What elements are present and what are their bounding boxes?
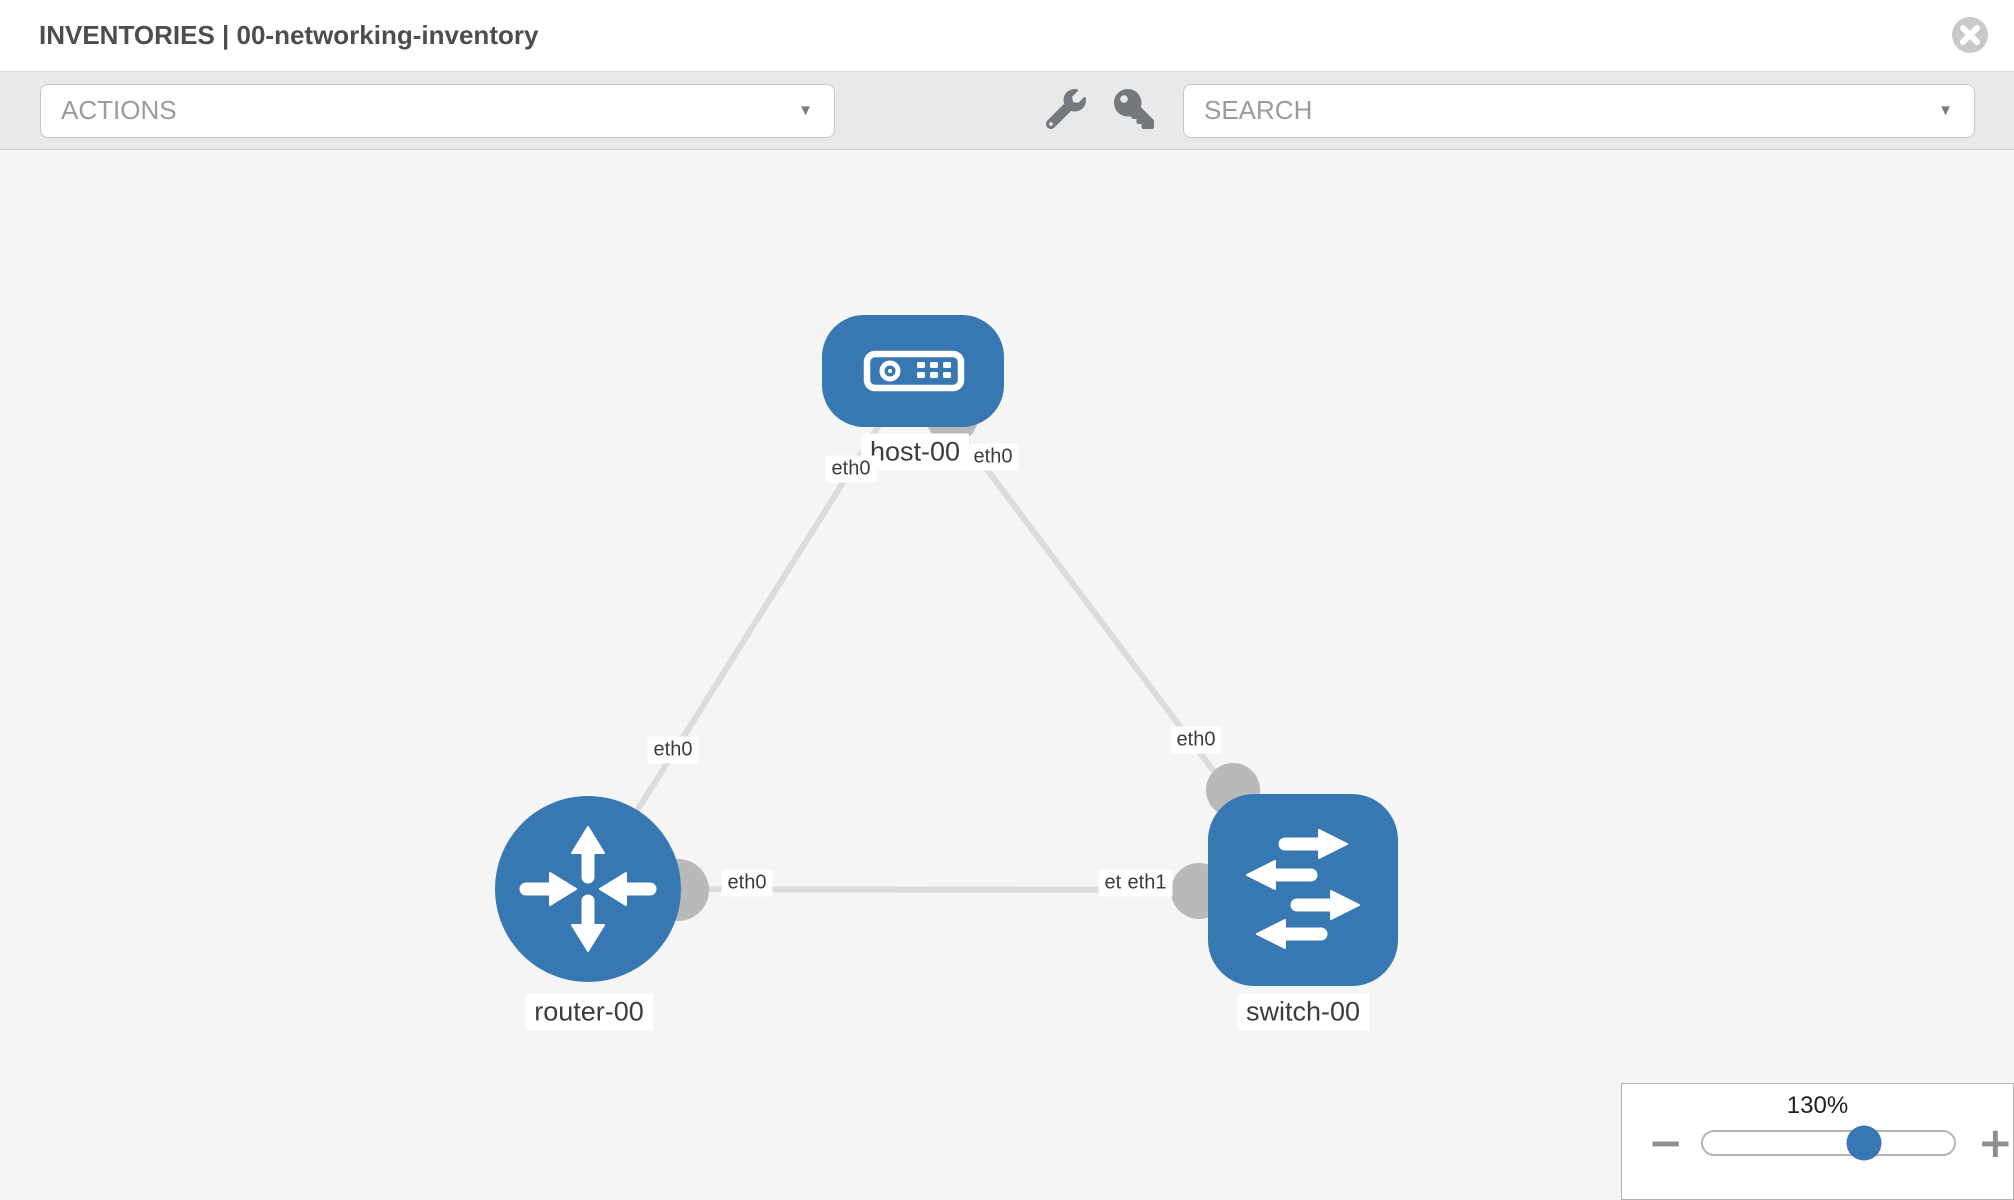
zoom-level-value: 130% (1786, 1092, 1849, 1119)
host-device-icon (863, 350, 965, 392)
close-icon (1952, 17, 1988, 53)
credentials-button[interactable] (1112, 89, 1156, 133)
node-router-00[interactable] (495, 796, 681, 982)
key-icon (1114, 89, 1154, 129)
switch-arrows-icon (1246, 829, 1360, 949)
toolbar: ACTIONS ▼ SEARCH ▼ (0, 72, 2014, 150)
chevron-down-icon: ▼ (1938, 101, 1953, 119)
minus-icon: − (1648, 1118, 1684, 1167)
interface-label-switch-eth0-uplink: eth0 (1170, 726, 1222, 754)
tools-button[interactable] (1044, 89, 1088, 133)
node-switch-00[interactable] (1208, 794, 1398, 986)
actions-dropdown-label: ACTIONS (61, 95, 177, 125)
node-label-router: router-00 (525, 993, 653, 1031)
node-label-switch: switch-00 (1236, 993, 1370, 1031)
wrench-icon (1045, 89, 1086, 130)
node-label-host: host-00 (860, 433, 970, 471)
zoom-in-button[interactable]: + (1978, 1122, 2013, 1164)
zoom-slider-thumb[interactable] (1846, 1125, 1882, 1161)
router-arrows-icon (519, 826, 657, 952)
interface-label-host-eth0-left: eth0 (825, 455, 877, 483)
zoom-out-button[interactable]: − (1648, 1122, 1683, 1164)
zoom-slider-track[interactable] (1701, 1125, 1956, 1161)
topology-canvas[interactable]: host-00 router-00 switch-00 eth0 eth0 et… (0, 151, 2014, 1200)
search-placeholder: SEARCH (1204, 95, 1313, 125)
actions-dropdown[interactable]: ACTIONS ▼ (40, 83, 835, 138)
search-dropdown[interactable]: SEARCH ▼ (1183, 83, 1975, 138)
interface-label-router-eth0-uplink: eth0 (647, 736, 699, 764)
interface-label-host-eth0-right: eth0 (967, 443, 1019, 471)
page-title: INVENTORIES | 00-networking-inventory (39, 20, 539, 50)
interface-label-switch-eth1-left: eth1 (1121, 869, 1173, 897)
zoom-control-panel: 130% − + (1621, 1083, 2014, 1200)
chevron-down-icon: ▼ (798, 101, 813, 119)
toolbar-tools (1044, 89, 1156, 133)
close-button[interactable] (1951, 16, 1989, 54)
page-header: INVENTORIES | 00-networking-inventory (0, 0, 2014, 72)
plus-icon: + (1977, 1118, 2013, 1167)
node-host-00[interactable] (822, 315, 1004, 427)
interface-label-router-eth0-right: eth0 (721, 869, 773, 897)
interface-ports (647, 391, 1260, 921)
